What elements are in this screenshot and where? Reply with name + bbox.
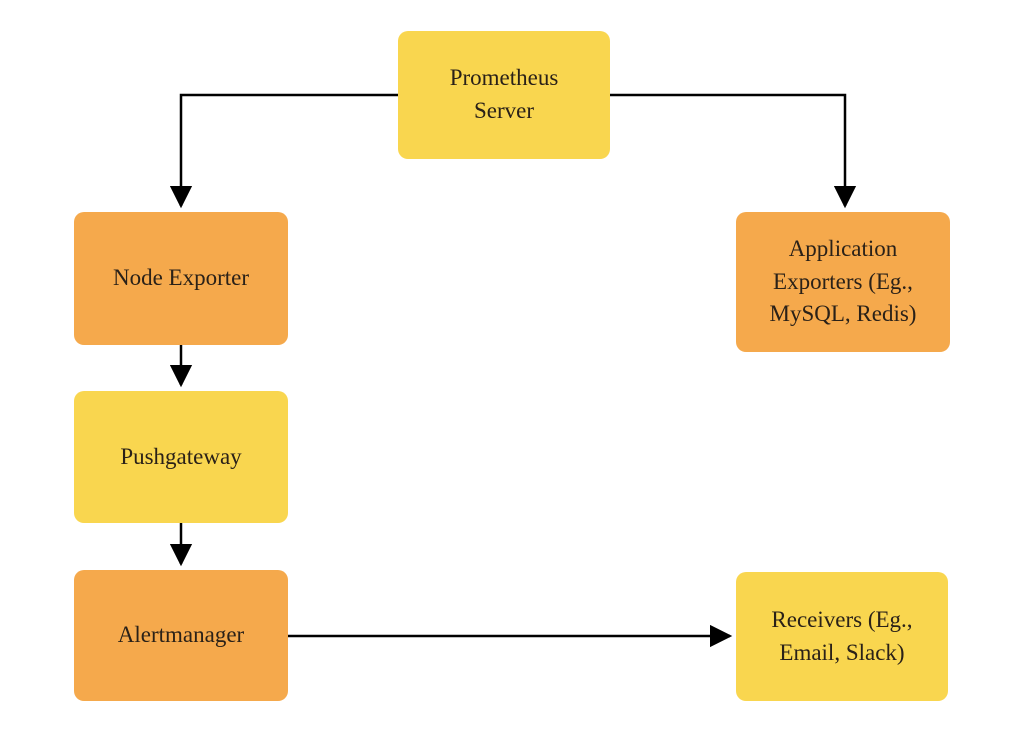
edge-prometheus-server-to-node-exporter [169,93,398,209]
node-receivers: Receivers (Eg., Email, Slack) [736,572,948,701]
node-application-exporters: Application Exporters (Eg., MySQL, Redis… [736,212,950,352]
node-alertmanager: Alertmanager [74,570,288,701]
node-prometheus-server: Prometheus Server [398,31,610,159]
node-node-exporter: Node Exporter [74,212,288,345]
node-pushgateway: Pushgateway [74,391,288,523]
edge-prometheus-server-to-application-exporters [610,93,857,209]
